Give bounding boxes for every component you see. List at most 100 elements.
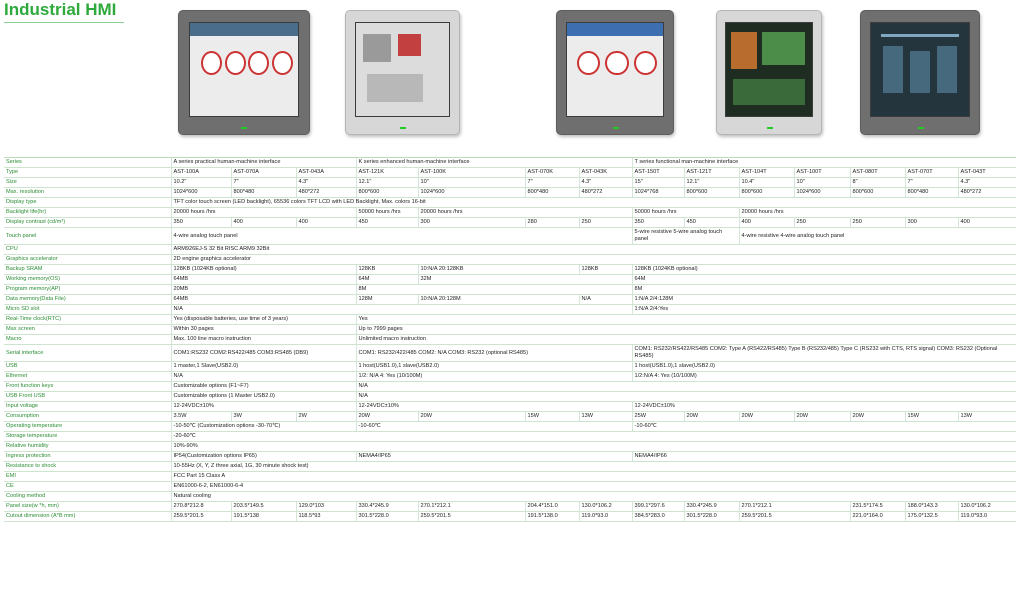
row-label: Cutout dimension (A*B mm) <box>4 511 171 522</box>
table-cell: 204.4*151.0 <box>524 501 580 512</box>
table-row: Working memory(OS)64MB64M32M64M32M <box>4 274 1016 285</box>
row-label: Display type <box>4 197 171 208</box>
table-cell: 4.3" <box>578 177 633 188</box>
row-label: Size <box>4 177 171 188</box>
row-label: Micro SD slot <box>4 304 171 315</box>
table-cell: 20W <box>355 411 419 422</box>
table-cell: 270.1*212.1 <box>417 501 526 512</box>
table-cell: 800*600 <box>683 187 740 198</box>
table-cell: 15W <box>524 411 580 422</box>
table-cell: 270.1*212.1 <box>738 501 851 512</box>
table-cell: 5-wire resistive 5-wire analog touch pan… <box>631 227 740 245</box>
table-cell: Up to 7999 pages <box>355 324 1016 335</box>
table-cell: AST-043T <box>957 167 1016 178</box>
table-cell: AST-070T <box>904 167 959 178</box>
table-cell: AST-150T <box>631 167 685 178</box>
table-cell: 12-24VDC±10% <box>631 401 1016 412</box>
table-cell: COM1: RS232/422/485 COM2: N/A COM3: RS23… <box>355 344 633 362</box>
row-label: Series <box>4 157 171 168</box>
row-label: CPU <box>4 244 171 255</box>
table-cell: 128KB <box>578 264 633 275</box>
table-cell: FCC Part 15 Class A <box>170 471 1016 482</box>
title-underline <box>4 22 124 23</box>
table-cell: Customizable options (1 Master USB2.0) <box>170 391 357 402</box>
row-label: Ingress protection <box>4 451 171 462</box>
table-cell: 4.3" <box>295 177 357 188</box>
table-cell: 175.0*132.5 <box>904 511 959 522</box>
row-label: USB <box>4 361 171 372</box>
table-cell: 250 <box>793 217 851 228</box>
table-cell: AST-100A <box>170 167 231 178</box>
table-cell: N/A <box>170 304 633 315</box>
table-cell: 130.0*106.2 <box>957 501 1016 512</box>
table-cell: 12-24VDC±10% <box>355 401 633 412</box>
table-cell: 400 <box>738 217 795 228</box>
row-label: Max. resolution <box>4 187 171 198</box>
table-cell: 3.5W <box>170 411 231 422</box>
row-label: Backlight life(hr) <box>4 207 171 218</box>
table-cell: 64MB <box>170 294 357 305</box>
table-cell: AST-100K <box>417 167 526 178</box>
table-cell: 25W <box>631 411 685 422</box>
table-cell: 10:N/A 20:128M <box>417 294 580 305</box>
row-label: CE <box>4 481 171 492</box>
table-cell: 250 <box>578 217 633 228</box>
table-cell: 119.0*93.0 <box>957 511 1016 522</box>
table-cell: 20MB <box>170 284 357 295</box>
table-cell: Yes (disposable batteries, use time of 3… <box>170 314 357 325</box>
table-cell: 800*600 <box>355 187 419 198</box>
row-label: Graphics accelerator <box>4 254 171 265</box>
hmi-product-image-k-series <box>345 10 460 135</box>
table-cell: 301.5*228.0 <box>683 511 740 522</box>
table-cell: 7" <box>230 177 296 188</box>
table-cell: 12.1" <box>683 177 740 188</box>
table-cell: 250 <box>849 217 906 228</box>
table-cell: 1024*600 <box>170 187 231 198</box>
table-cell: Customizable options (F1~F7) <box>170 381 357 392</box>
table-cell: 1024*600 <box>417 187 526 198</box>
table-cell: COM1: RS232/RS422/RS485 COM2: Type A (RS… <box>631 344 1016 362</box>
table-cell: IP54(Customization options IP65) <box>170 451 357 462</box>
table-cell: AST-070K <box>524 167 580 178</box>
row-label: Operating temperature <box>4 421 171 432</box>
table-cell: 10%-90% <box>170 441 1016 452</box>
page-title: Industrial HMI <box>4 0 117 19</box>
table-cell: 13W <box>957 411 1016 422</box>
row-label: Data memory(Data File) <box>4 294 171 305</box>
table-cell: 7" <box>904 177 959 188</box>
row-label: Consumption <box>4 411 171 422</box>
table-cell: N/A <box>355 391 1016 402</box>
table-cell: 119.0*93.0 <box>578 511 633 522</box>
table-cell: 4-wire analog touch panel <box>170 227 633 245</box>
table-cell: 480*272 <box>295 187 357 198</box>
table-cell: 20W <box>417 411 526 422</box>
table-cell: AST-043A <box>295 167 357 178</box>
table-cell: 400 <box>957 217 1016 228</box>
table-cell: 1/2:N/A 4: Yes (10/100M) <box>631 371 1016 382</box>
table-cell: 221.0*164.0 <box>849 511 906 522</box>
table-cell: 800*480 <box>904 187 959 198</box>
table-cell: 480*272 <box>957 187 1016 198</box>
table-cell: 64MB <box>170 274 357 285</box>
table-cell: 7" <box>524 177 580 188</box>
table-cell: 203.5*149.5 <box>230 501 296 512</box>
table-cell: 8M <box>355 284 633 295</box>
row-label: Touch panel <box>4 227 171 245</box>
table-cell: 118.5*93 <box>295 511 357 522</box>
table-cell: 20W <box>849 411 906 422</box>
